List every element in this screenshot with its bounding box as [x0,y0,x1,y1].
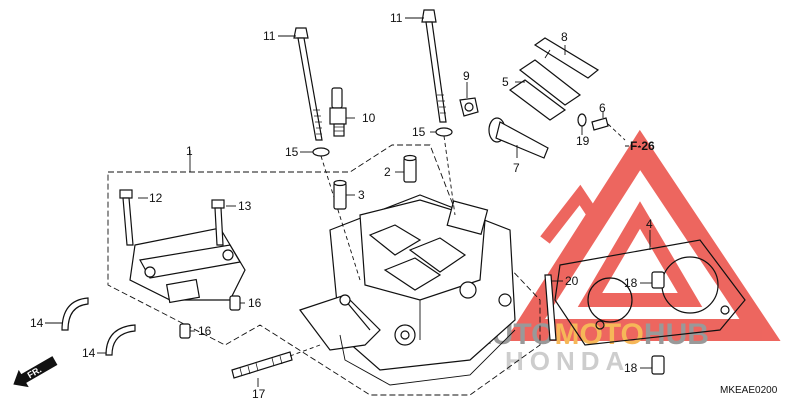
callouts: 1 2 3 4 5 6 7 8 9 10 11 11 12 13 14 14 1… [30,11,653,400]
callout-18-upper: 18 [624,276,638,290]
watermark-sub: HONDA [505,346,630,376]
callout-7: 7 [513,161,520,175]
reference-label: F-26 [630,139,655,153]
camshaft-8 [533,37,600,79]
callout-2: 2 [384,165,391,179]
callout-16-lower: 16 [198,324,212,338]
stud-20 [544,274,557,341]
diagram-code: MKEAE0200 [720,385,778,396]
callout-11-left: 11 [263,29,276,43]
washer-15-left [312,147,330,157]
spark-plug-10 [329,87,347,137]
callout-20: 20 [565,274,579,288]
bolt-11-left [293,27,323,141]
callout-10: 10 [362,111,376,125]
bolt-11-right [421,9,447,123]
dowel-pin-3 [333,179,347,210]
callout-3: 3 [358,188,365,202]
clip-9 [459,97,479,117]
pin-6 [591,117,626,141]
callout-17: 17 [252,387,266,400]
rocker-arm-7 [488,117,549,159]
callout-15-left: 15 [285,145,299,159]
callout-16-upper: 16 [248,296,262,310]
rocker-shaft-5 [508,59,582,121]
callout-13: 13 [238,199,252,213]
watermark-triangle-accent [540,184,605,244]
bolt-12 [119,189,134,246]
callout-18-lower: 18 [624,361,638,375]
semicircle-14-upper [61,297,89,331]
callout-9: 9 [463,69,470,83]
dowel-16-lower [179,323,191,339]
callout-8: 8 [561,30,568,44]
bolt-13 [211,199,225,246]
dowel-18-upper [651,271,665,289]
callout-15-right: 15 [412,125,426,139]
callout-19: 19 [576,134,590,148]
dowel-pin-2 [403,154,417,183]
cylinder-head [299,194,516,386]
assembly-boundary [107,144,541,396]
callout-11-right: 11 [390,11,403,25]
callout-4: 4 [646,217,653,231]
washer-15-right [435,127,453,137]
dowel-18-lower [651,355,665,375]
callout-14-upper: 14 [30,316,44,330]
reference-f26: F-26 [625,139,655,153]
gasket-4 [554,239,746,346]
leader-lines [45,17,652,387]
callout-14-lower: 14 [82,346,96,360]
callout-6: 6 [599,101,606,115]
callout-12: 12 [149,191,163,205]
dowel-16-upper [229,295,241,311]
stud-bolt-17 [231,344,321,379]
callout-1: 1 [186,144,193,158]
watermark-triangle-inner [577,201,703,307]
callout-5: 5 [502,75,509,89]
rocker-holder [129,227,246,304]
semicircle-14-lower [105,324,136,356]
o-ring-19 [577,113,587,127]
front-direction-arrow: FR. [13,356,58,388]
